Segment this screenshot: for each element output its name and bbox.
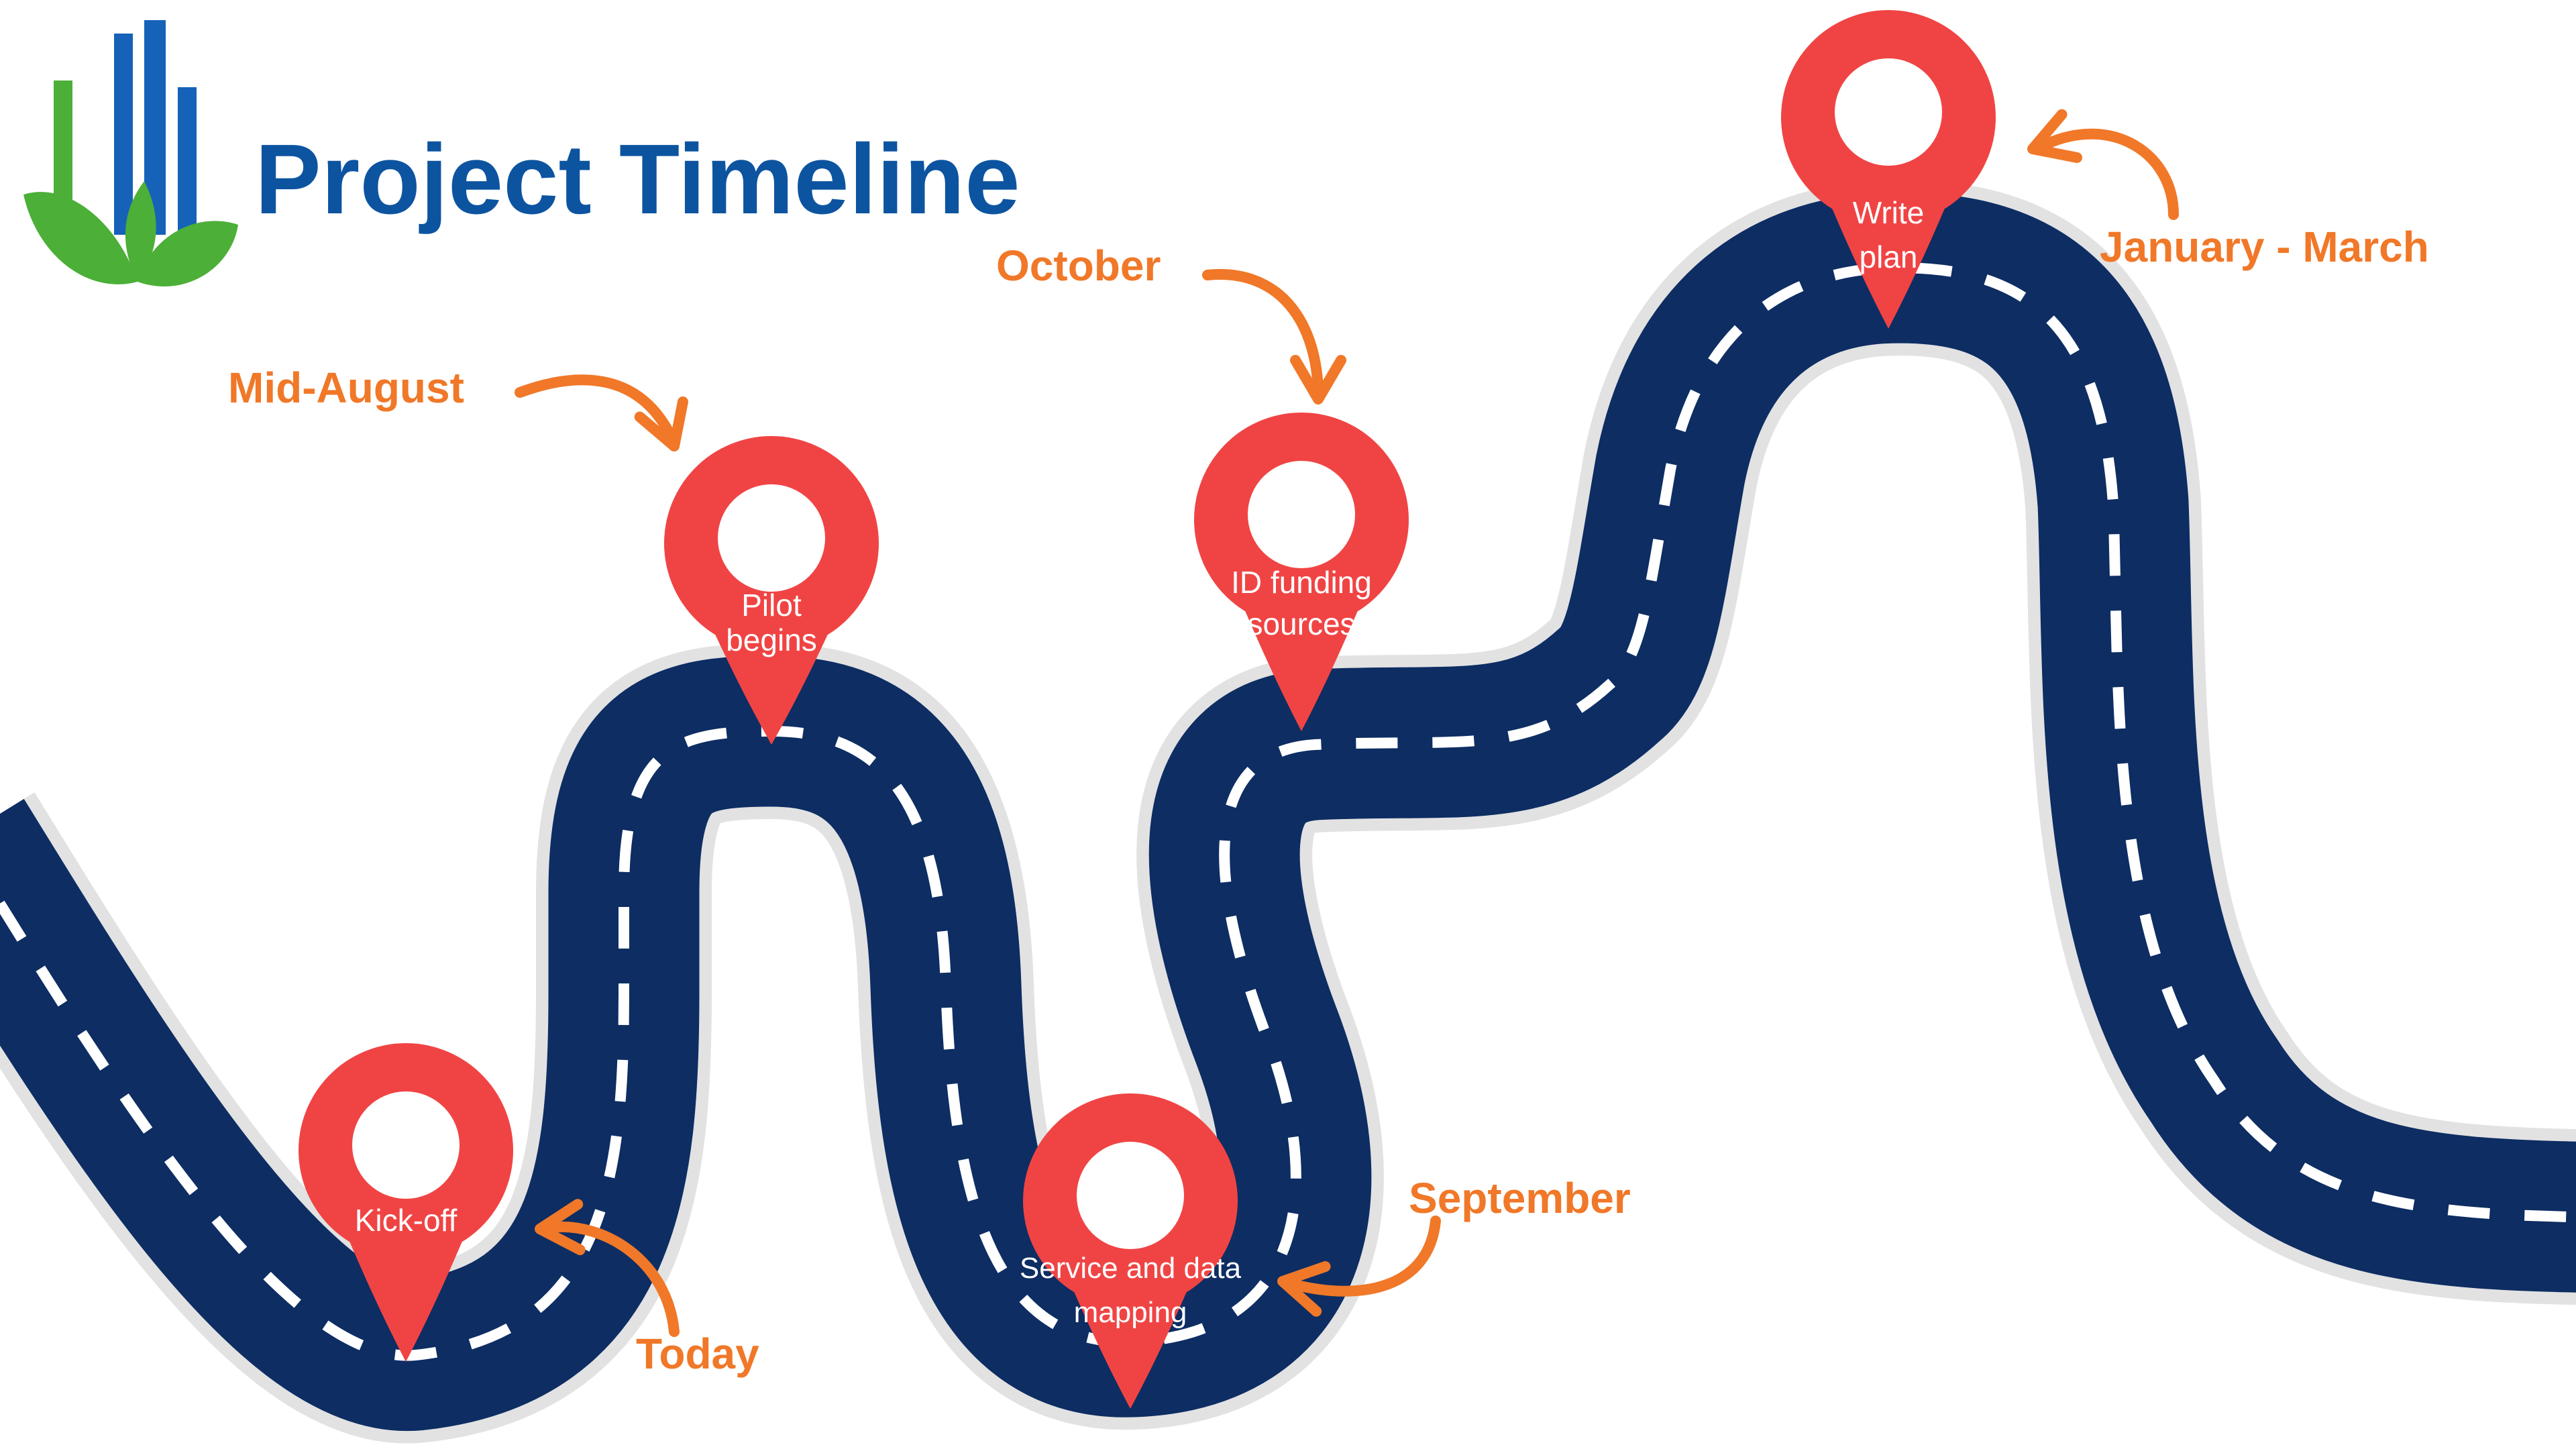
arrowhead-mid-august: [634, 396, 688, 451]
milestone-label: mapping: [1074, 1296, 1187, 1329]
lane-divider: [0, 262, 2576, 1361]
milestone-pin: Kick-off: [299, 1042, 513, 1362]
pin-hole: [718, 484, 825, 592]
milestone-pin: Write plan: [1781, 9, 1996, 329]
map-pin-icon: [299, 1042, 513, 1362]
pin-hole: [352, 1091, 460, 1199]
map-pin-icon: [1023, 1093, 1238, 1409]
road: [0, 180, 2576, 1444]
logo-building-right: [178, 87, 197, 235]
logo-leaf-left: [23, 192, 138, 284]
milestone-label: sources: [1247, 606, 1355, 641]
milestone-label: plan: [1860, 239, 1918, 274]
arrowhead-january-march: [2027, 109, 2082, 163]
arrowhead-today: [535, 1199, 586, 1256]
arrows: [515, 109, 2179, 1337]
pin-hole: [1248, 461, 1355, 568]
arrow-january-march: [2041, 128, 2179, 220]
arrow-october: [1202, 269, 1324, 394]
milestone-label: ID funding: [1231, 565, 1372, 600]
pin-hole: [1835, 58, 1942, 166]
date-label-mid-august: Mid-August: [228, 364, 464, 412]
date-label-today: Today: [636, 1330, 759, 1378]
pin-hole: [1077, 1142, 1184, 1249]
milestone-label: Pilot: [741, 588, 802, 623]
map-pin-icon: [1781, 9, 1996, 329]
date-label-october: October: [996, 241, 1161, 290]
milestone-pin: ID funding sources: [1194, 413, 1409, 731]
date-labels: Today Mid-August September October Janua…: [228, 223, 2429, 1378]
logo-leaf-center: [125, 181, 156, 282]
date-label-september: September: [1409, 1174, 1631, 1222]
milestone-label: Kick-off: [355, 1203, 458, 1238]
milestone-label: Service and data: [1020, 1252, 1242, 1285]
arrowhead-september: [1277, 1261, 1331, 1317]
map-pin-icon: [1194, 413, 1409, 731]
logo-building-left: [114, 34, 133, 235]
arrow-september: [1289, 1216, 1441, 1297]
milestone-label: Write: [1853, 195, 1925, 230]
arrow-today: [545, 1221, 680, 1337]
milestone-label: begins: [726, 623, 817, 657]
logo-leaf-right: [138, 221, 238, 287]
arrowhead-october: [1290, 355, 1346, 405]
arrow-mid-august: [515, 374, 676, 441]
logo: [23, 20, 238, 287]
milestone-pin: Service and data mapping: [1020, 1093, 1242, 1409]
page-title: Project Timeline: [255, 124, 1020, 235]
date-label-january-march: January - March: [2100, 223, 2429, 271]
